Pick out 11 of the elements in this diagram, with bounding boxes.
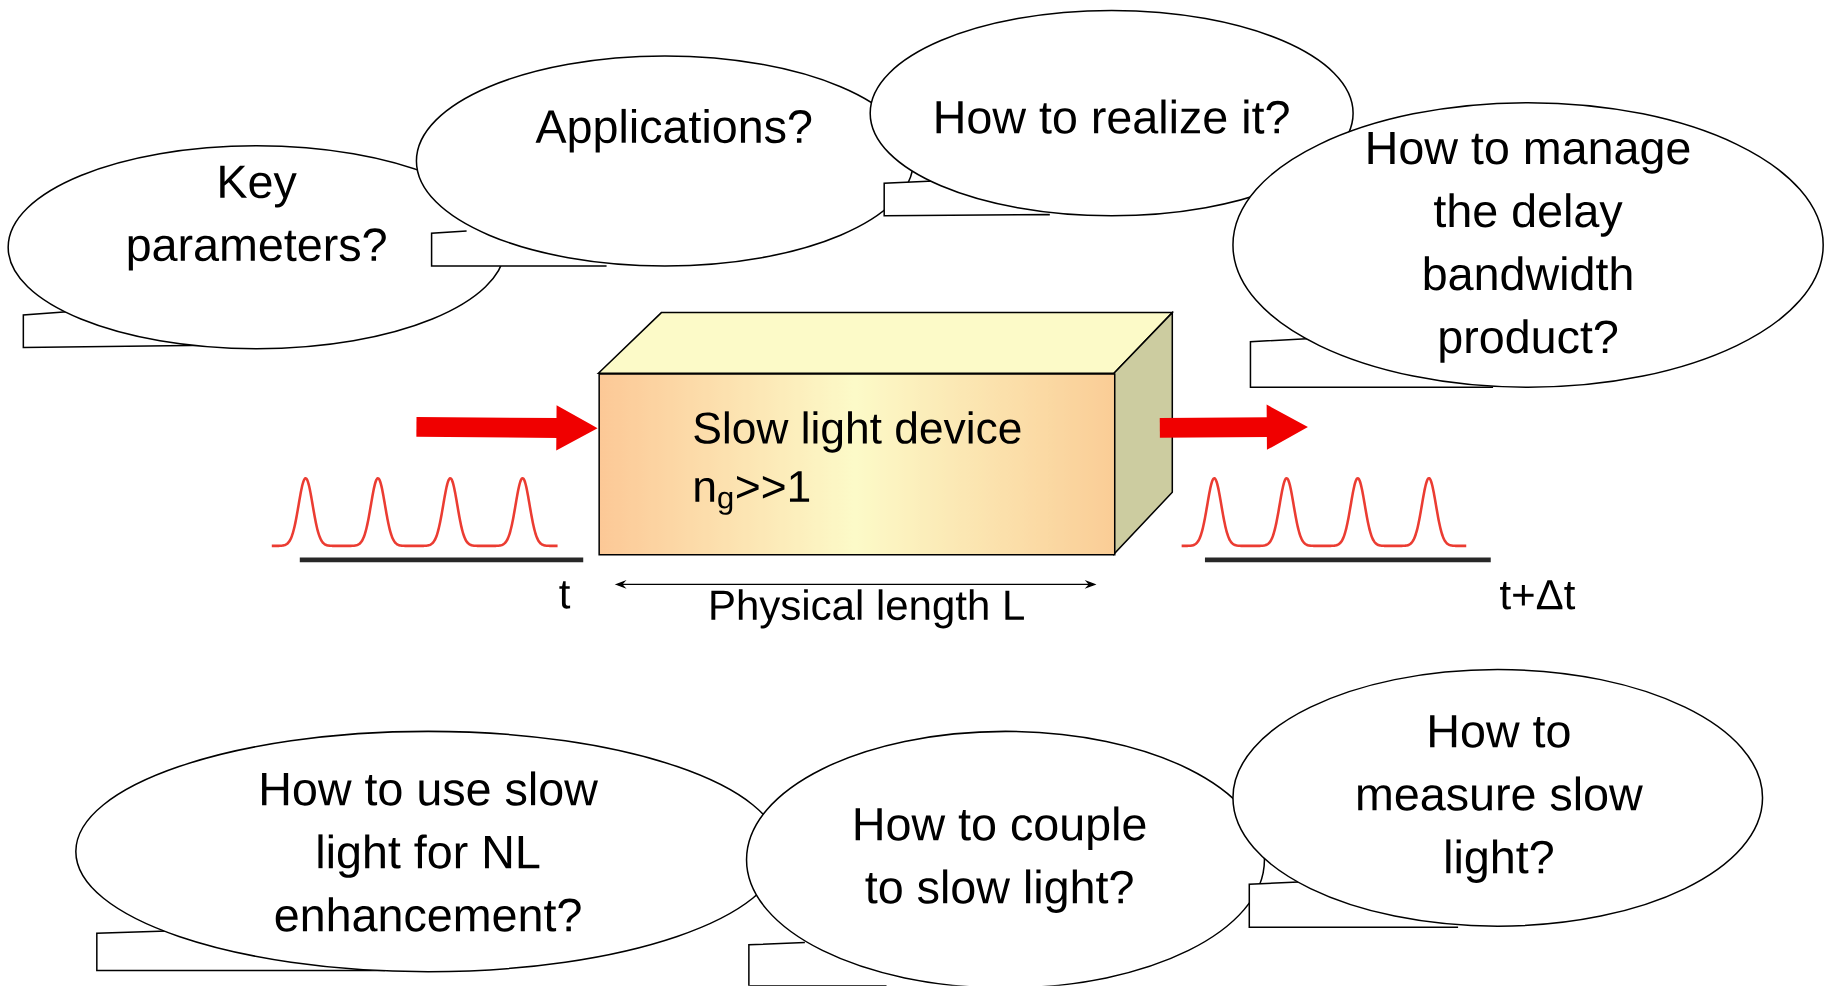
speech-bubble: How to use slow light for NL enhancement? [75, 730, 782, 973]
text-label: t [559, 581, 571, 609]
text-label: t+Δt [1500, 580, 1576, 610]
text-label: Physical length L [711, 589, 1024, 629]
speech-bubble: Applications? [415, 55, 915, 267]
speech-bubble: How to couple to slow light? [745, 730, 1266, 986]
speech-bubble: How to realize it? [869, 9, 1354, 217]
node-label: How to use slow light for NL enhancement? [262, 771, 598, 932]
node-label: How to couple to slow light? [855, 806, 1146, 914]
node-label: How to manage the delay bandwidth product? [1368, 132, 1690, 363]
speech-bubble: How to measure slow light? [1232, 668, 1764, 929]
